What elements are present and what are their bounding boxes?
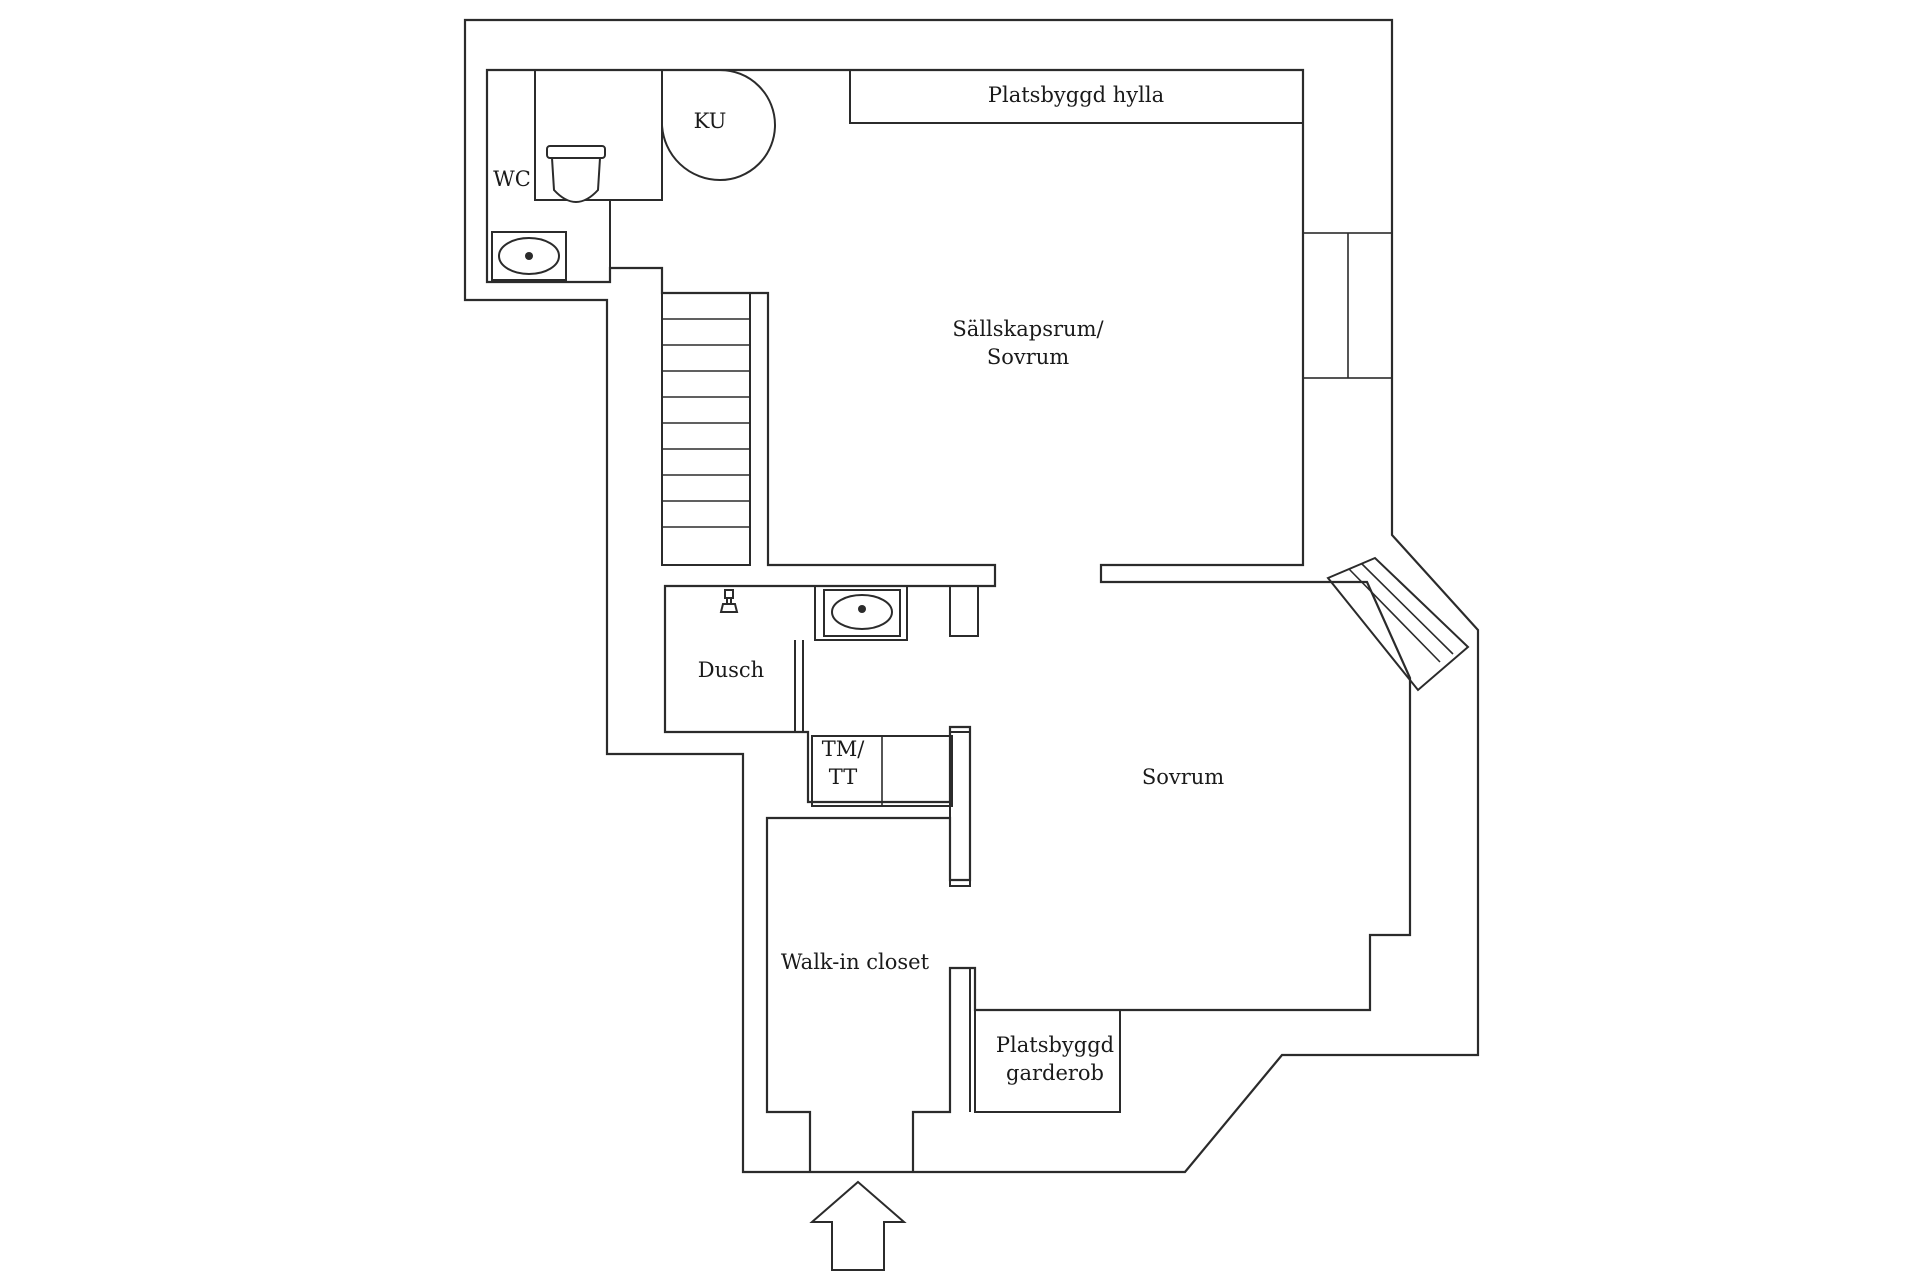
bay-window-mullion <box>1348 568 1441 663</box>
room-label-closet: Walk-in closet <box>781 950 930 974</box>
sink-icon <box>823 589 901 637</box>
closet-door-wall <box>950 967 971 1112</box>
ku-cabinet <box>661 69 777 182</box>
closet-wall <box>949 731 971 887</box>
room-label-wardrobe-line1: Platsbyggd <box>996 1033 1114 1057</box>
sink-icon <box>491 231 567 281</box>
wc-wall-stub <box>610 70 663 201</box>
room-label-living-line2: Sovrum <box>987 345 1069 369</box>
entrance-arrow-icon <box>809 1180 907 1271</box>
room-label-bedroom: Sovrum <box>1142 765 1224 789</box>
shower-partition <box>794 640 804 732</box>
built-in-shelf <box>849 69 1304 124</box>
shower-head-icon <box>719 589 739 613</box>
bath-counter <box>814 586 908 641</box>
bath-stub <box>949 586 979 637</box>
room-label-ku: KU <box>694 109 727 133</box>
built-in-wardrobe <box>974 1009 1121 1113</box>
bay-window-mullion <box>1361 563 1454 655</box>
closet-door-jambs <box>767 1111 950 1172</box>
exterior-walls <box>463 18 1480 1174</box>
room-label-shelf: Platsbyggd hylla <box>988 83 1164 107</box>
room-label-wardrobe-line2: garderob <box>1006 1061 1104 1085</box>
room-label-shower: Dusch <box>698 658 764 682</box>
bay-window <box>1326 556 1470 692</box>
room-label-laundry-line1: TM/ <box>822 737 866 761</box>
room-label-laundry-line2: TT <box>829 765 857 789</box>
room-label-wc: WC <box>493 167 531 191</box>
staircase <box>661 292 751 566</box>
toilet-icon <box>546 145 606 203</box>
room-label-living-line1: Sällskapsrum/ <box>952 317 1104 341</box>
